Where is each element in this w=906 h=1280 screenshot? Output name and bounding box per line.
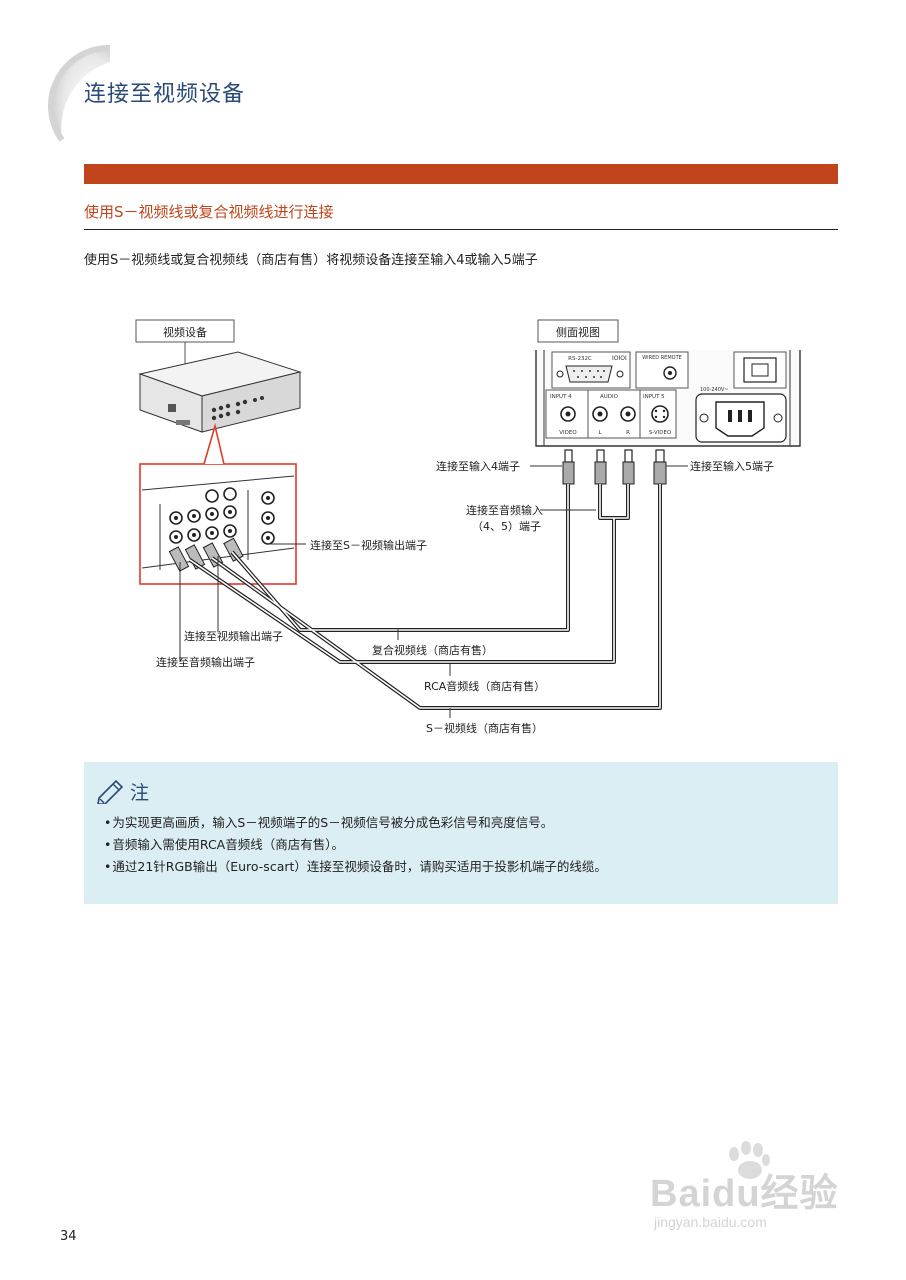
callout-to-audio-in-1: 连接至音频输入 [466, 503, 543, 517]
baidu-watermark: Baidu经验 jingyan.baidu.com [640, 1140, 860, 1240]
note-item: 音频输入需使用RCA音频线（商店有售）。 [104, 834, 607, 856]
page-number: 34 [60, 1229, 77, 1244]
input4-label: INPUT 4 [550, 394, 572, 400]
callout-to-audio-out: 连接至音频输出端子 [156, 655, 255, 669]
section-accent-bar [84, 164, 838, 184]
callout-composite-cable: 复合视频线（商店有售） [372, 643, 493, 657]
svideo-label: S-VIDEO [649, 430, 672, 436]
wired-remote-label: WIRED REMOTE [642, 355, 682, 361]
projector-cable-plugs [562, 449, 667, 485]
note-item: 通过21针RGB输出（Euro-scart）连接至视频设备时，请购买适用于投影机… [104, 856, 607, 878]
note-item: 为实现更高画质，输入S－视频端子的S－视频信号被分成色彩信号和亮度信号。 [104, 812, 607, 834]
section-divider [84, 229, 838, 230]
callout-to-audio-in-2: （4、5）端子 [472, 520, 541, 533]
callout-to-input4: 连接至输入4端子 [436, 459, 520, 473]
audio-label: AUDIO [600, 394, 619, 400]
svg-text:IOIOI: IOIOI [612, 355, 627, 362]
rs232c-label: RS-232C [568, 356, 592, 362]
watermark-logo: Baidu经验 [650, 1173, 839, 1215]
intro-text: 使用S－视频线或复合视频线（商店有售）将视频设备连接至输入4或输入5端子 [84, 253, 538, 268]
callout-to-svideo-out: 连接至S－视频输出端子 [310, 538, 427, 552]
side-view-label: 侧面视图 [556, 325, 600, 339]
side-view-label-box [537, 319, 619, 343]
note-title: 注 [130, 781, 150, 804]
note-header: 注 [96, 776, 149, 806]
note-dotted-border [84, 758, 838, 764]
l-label: L [598, 430, 602, 436]
projector-side-panel: RS-232C IOIOI WIRED REMOTE 100-240V~ INP… [535, 350, 801, 447]
connection-diagram: 视频设备 [135, 319, 801, 735]
video-device-illustration [138, 351, 302, 433]
callout-to-input5: 连接至输入5端子 [690, 459, 774, 473]
device-label: 视频设备 [163, 325, 207, 339]
callout-svideo-cable: S－视频线（商店有售） [426, 721, 543, 735]
cable-lines [188, 484, 662, 710]
voltage-label: 100-240V~ [700, 387, 729, 393]
pencil-icon [97, 779, 124, 804]
section-heading: 使用S－视频线或复合视频线进行连接 [84, 203, 334, 221]
watermark-url: jingyan.baidu.com [654, 1214, 767, 1230]
note-list: 为实现更高画质，输入S－视频端子的S－视频信号被分成色彩信号和亮度信号。 音频输… [104, 812, 607, 878]
input5-label: INPUT 5 [643, 394, 665, 400]
r-label: R [626, 430, 630, 436]
corner-swoosh-decoration [47, 44, 111, 142]
callout-rca-cable: RCA音频线（商店有售） [424, 679, 545, 693]
callout-to-video-out: 连接至视频输出端子 [184, 629, 283, 643]
video-label: VIDEO [559, 430, 577, 436]
paw-logo-icon [729, 1141, 770, 1179]
zoomed-device-panel [141, 475, 295, 572]
page-title: 连接至视频设备 [84, 82, 246, 107]
